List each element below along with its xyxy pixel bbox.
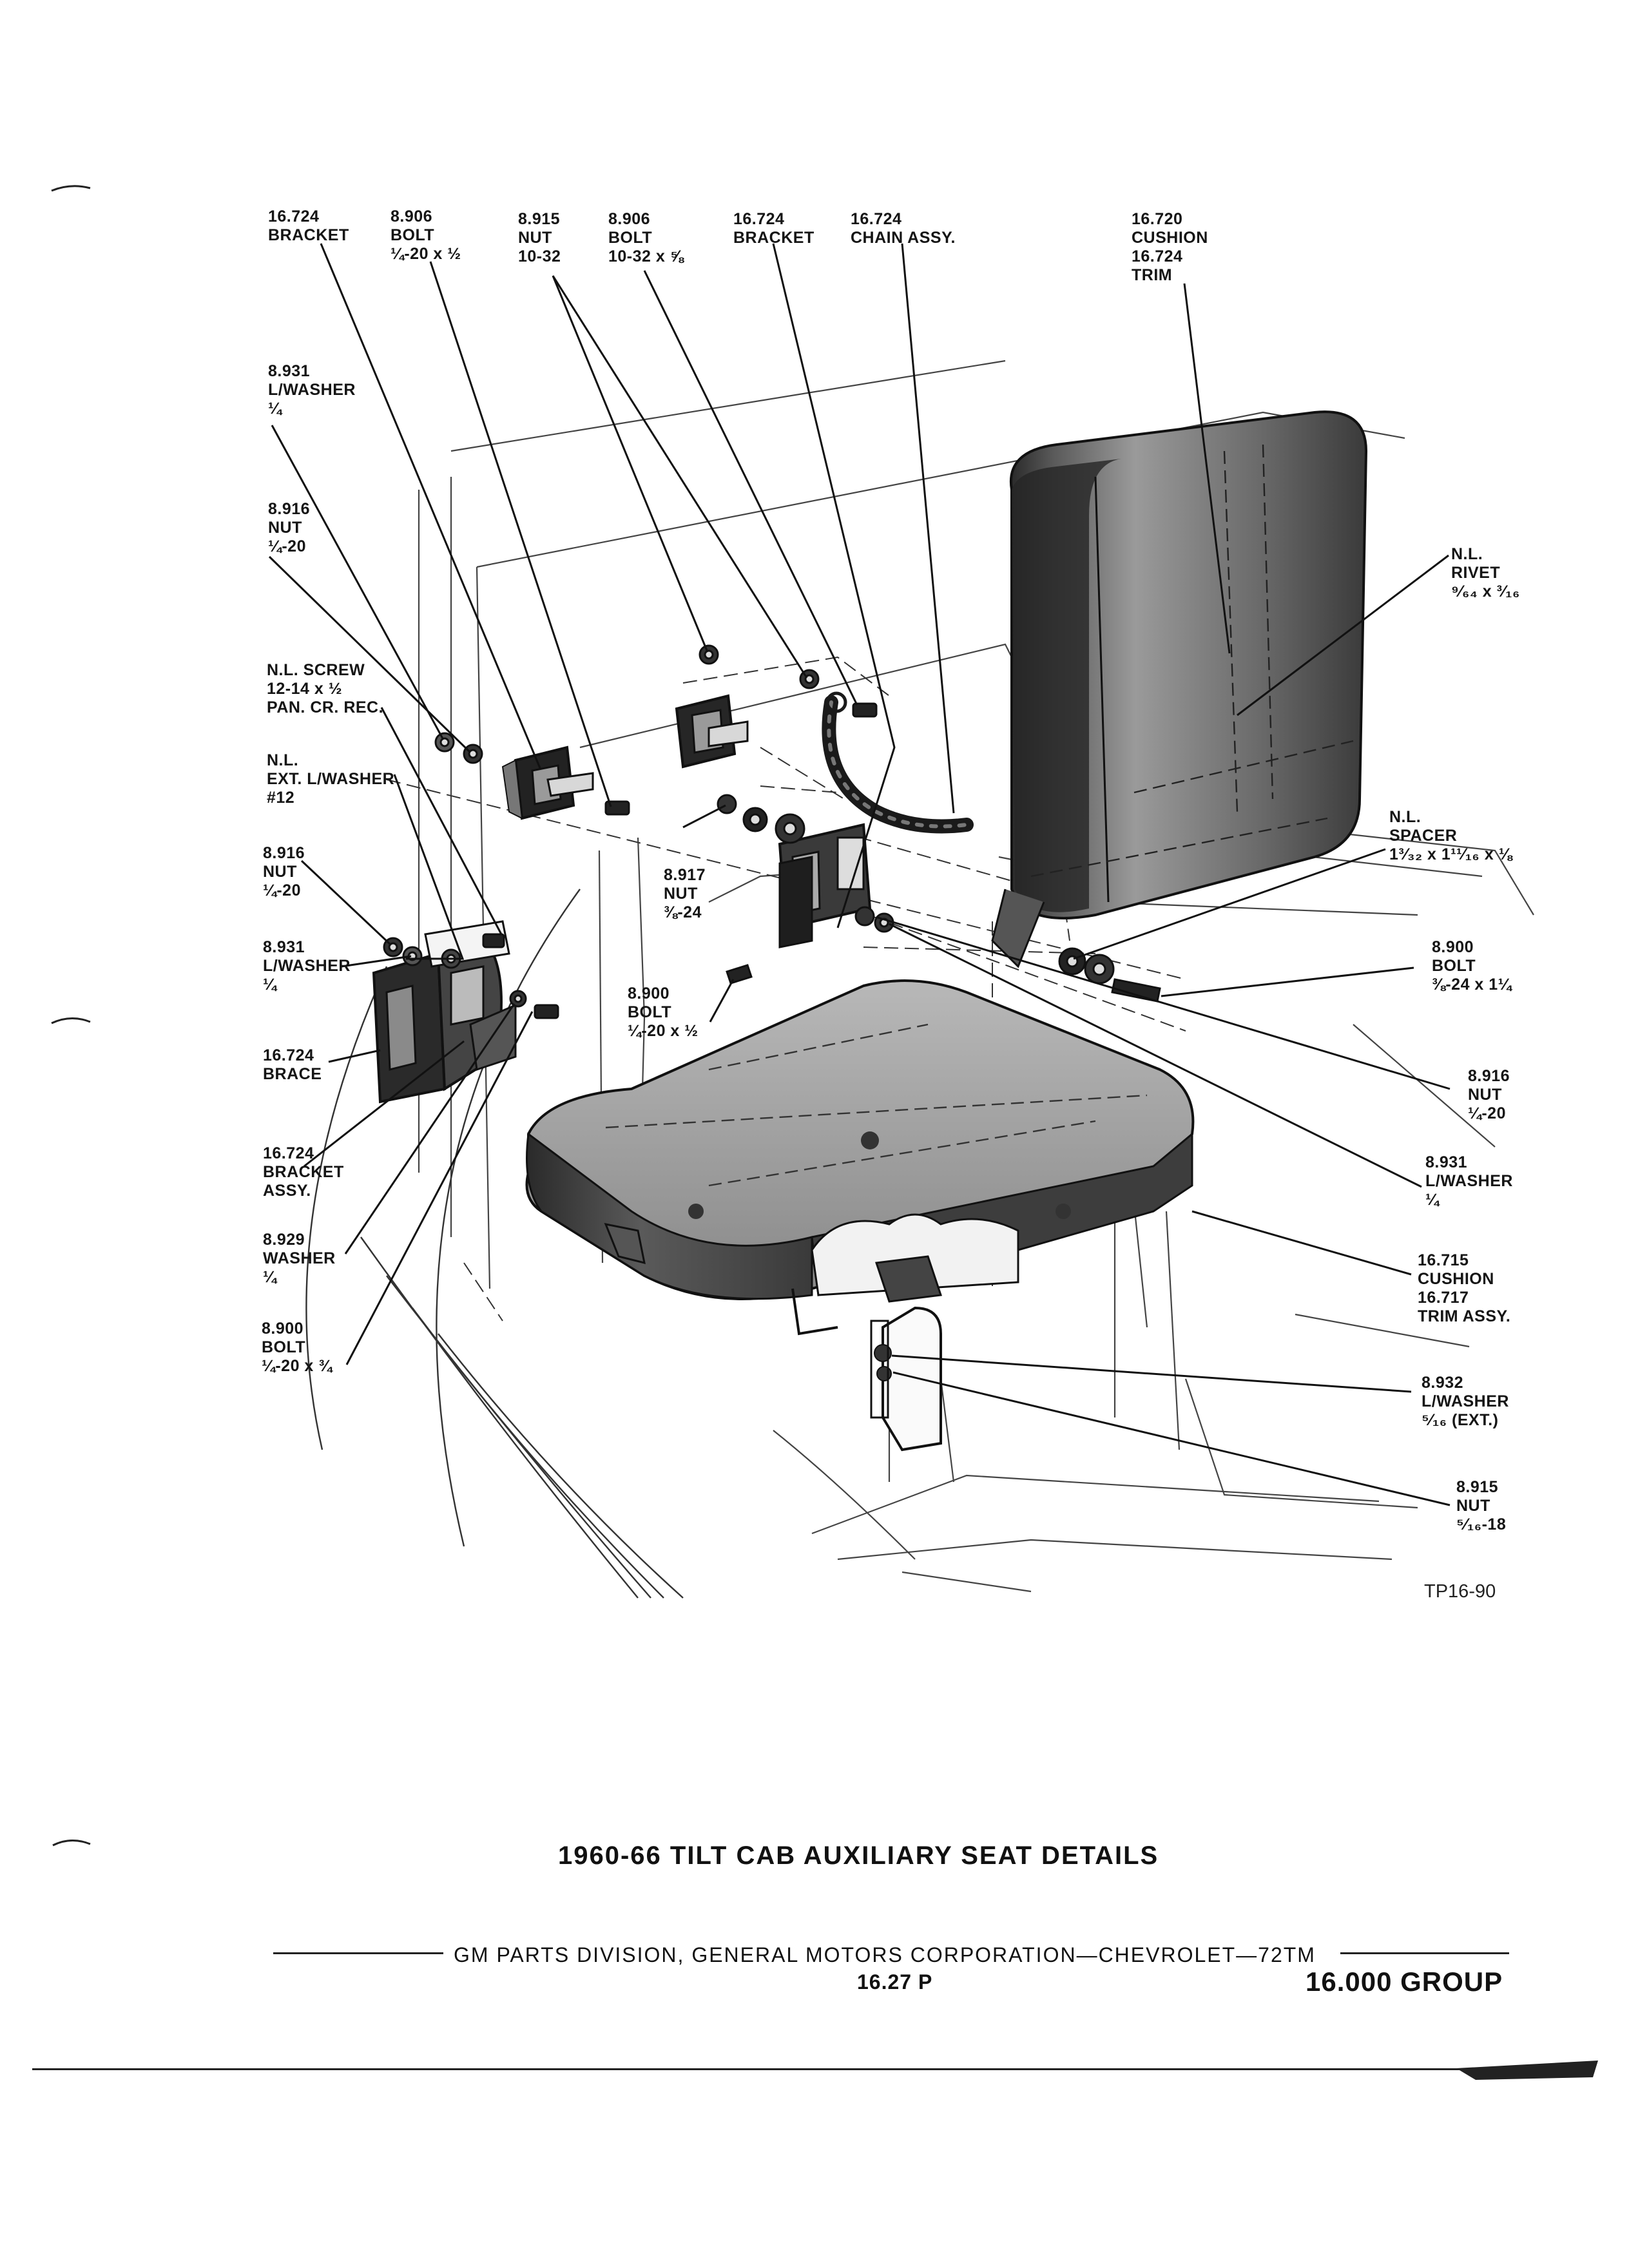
bottom-rule <box>32 2068 1592 2070</box>
seat-cushion <box>525 979 1195 1336</box>
seatback-bracket <box>778 823 872 948</box>
footer-publisher: GM PARTS DIVISION, GENERAL MOTORS CORPOR… <box>454 1943 1316 1966</box>
page-number: 16.27 P <box>857 1970 933 1994</box>
page-title: 1960-66 TILT CAB AUXILIARY SEAT DETAILS <box>558 1841 1159 1870</box>
leader-lines <box>268 243 1451 1506</box>
hardware <box>383 644 1161 1019</box>
footer-rule-left <box>273 1952 443 1954</box>
scan-marks <box>51 185 91 1847</box>
seat-leg <box>870 1306 942 1452</box>
upper-left-bracket <box>501 745 594 820</box>
back-cushion <box>991 410 1368 968</box>
cab-outline <box>418 360 1534 1593</box>
scan-smudge <box>1456 2061 1598 2080</box>
callout-ext-lwasher: N.L.EXT. L/WASHER#12 <box>267 751 395 807</box>
group-label: 16.000 GROUP <box>1306 1966 1503 1997</box>
middle-bracket <box>675 694 749 769</box>
wheelhouse-arcs <box>305 889 684 1599</box>
figure-code: TP16-90 <box>1424 1581 1496 1602</box>
footer-rule-right <box>1340 1952 1509 1954</box>
chain <box>822 691 974 834</box>
